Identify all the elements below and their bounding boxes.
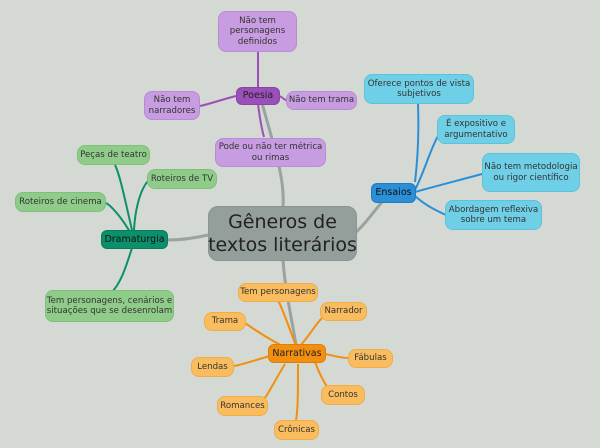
leaf-text: subjetivos [397, 89, 441, 99]
leaf-text: Oferece pontos de vista [367, 78, 471, 89]
leaf-text: Fábulas [354, 353, 387, 364]
leaf-text: Não tem trama [288, 95, 355, 106]
branch-ensaios-label: Ensaios [375, 187, 412, 199]
dramaturgia-leaf-2[interactable]: Roteiros de TV [147, 169, 217, 189]
poesia-leaf-1[interactable]: Não tem personagens definidos [218, 11, 297, 52]
branch-narrativas[interactable]: Narrativas [268, 344, 326, 363]
leaf-text: personagens [229, 26, 286, 37]
narrativas-leaf-3[interactable]: Trama [204, 312, 246, 331]
central-topic[interactable]: Gêneros de textos literários [208, 206, 357, 261]
ensaios-leaf-2[interactable]: É expositivo e argumentativo [437, 115, 515, 144]
leaf-text: Narrador [324, 306, 363, 317]
narrativas-leaf-8[interactable]: Crônicas [274, 420, 319, 440]
leaf-text: Tem personagens, cenários e [46, 295, 173, 306]
leaf-text: Roteiros de cinema [19, 196, 102, 207]
ensaios-leaf-1[interactable]: Oferece pontos de vista subjetivos [364, 74, 474, 104]
ensaios-leaf-4[interactable]: Abordagem reflexiva sobre um tema [445, 200, 542, 230]
leaf-text: Não tem [239, 16, 276, 27]
leaf-text: Peças de teatro [80, 149, 147, 160]
narrativas-leaf-7[interactable]: Romances [217, 396, 268, 416]
central-topic-line2: textos literários [208, 233, 357, 256]
branch-poesia-label: Poesia [242, 90, 274, 102]
leaf-text: Abordagem reflexiva [448, 204, 539, 215]
leaf-text: Roteiros de TV [150, 173, 214, 184]
leaf-text: Romances [220, 400, 265, 411]
dramaturgia-leaf-1[interactable]: Peças de teatro [77, 145, 150, 165]
poesia-leaf-3[interactable]: Não tem narradores [144, 91, 200, 120]
leaf-text: sobre um tema [460, 215, 527, 225]
leaf-text: argumentativo [444, 129, 508, 140]
leaf-text: narradores [148, 105, 196, 116]
leaf-text: Não tem [153, 95, 191, 106]
leaf-text: Pode ou não ter métrica [218, 142, 323, 153]
ensaios-leaf-3[interactable]: Não tem metodologia ou rigor científico [482, 153, 580, 192]
narrativas-leaf-1[interactable]: Tem personagens [238, 283, 318, 302]
branch-dramaturgia-label: Dramaturgia [104, 233, 165, 245]
central-topic-line1: Gêneros de [228, 210, 337, 233]
leaf-text: situações que se desenrolam [46, 306, 173, 316]
leaf-text: ou rigor científico [493, 172, 569, 183]
dramaturgia-leaf-4[interactable]: Tem personagens, cenários e situações qu… [45, 290, 174, 322]
leaf-text: Tem personagens [240, 287, 316, 298]
poesia-leaf-4[interactable]: Pode ou não ter métrica ou rimas [215, 138, 326, 167]
branch-ensaios[interactable]: Ensaios [371, 183, 416, 203]
leaf-text: É expositivo e [445, 119, 507, 130]
dramaturgia-leaf-3[interactable]: Roteiros de cinema [15, 192, 106, 212]
branch-poesia[interactable]: Poesia [236, 87, 280, 105]
leaf-text: Lendas [197, 361, 228, 372]
narrativas-leaf-2[interactable]: Narrador [320, 302, 367, 321]
narrativas-leaf-4[interactable]: Fábulas [348, 349, 393, 368]
narrativas-leaf-5[interactable]: Lendas [191, 357, 234, 377]
poesia-leaf-2[interactable]: Não tem trama [286, 91, 357, 110]
leaf-text: definidos [237, 36, 278, 47]
leaf-text: Não tem metodologia [484, 162, 578, 173]
branch-narrativas-label: Narrativas [272, 347, 322, 359]
leaf-text: Contos [328, 389, 358, 400]
leaf-text: Trama [211, 316, 239, 327]
narrativas-leaf-6[interactable]: Contos [321, 385, 365, 405]
leaf-text: Crônicas [278, 424, 315, 435]
leaf-text: ou rimas [251, 152, 290, 163]
branch-dramaturgia[interactable]: Dramaturgia [101, 230, 168, 249]
